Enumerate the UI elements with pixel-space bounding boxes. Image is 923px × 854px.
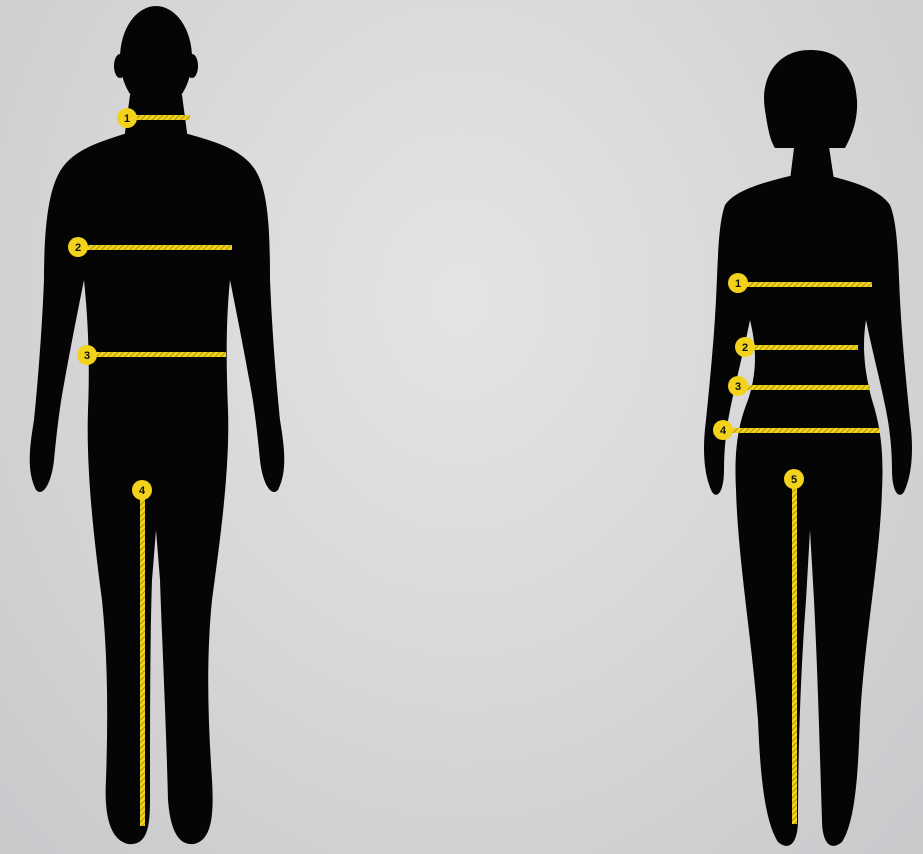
female-marker-5[interactable]: 5 [784, 469, 804, 489]
female-waist-line [750, 345, 858, 350]
male-neck-line [128, 115, 190, 120]
male-marker-2[interactable]: 2 [68, 237, 88, 257]
female-marker-5-label: 5 [791, 474, 797, 486]
male-silhouette [30, 6, 285, 844]
male-marker-2-label: 2 [75, 242, 81, 254]
female-marker-3[interactable]: 3 [728, 376, 748, 396]
male-marker-1[interactable]: 1 [117, 108, 137, 128]
female-marker-2-label: 2 [742, 342, 748, 354]
female-marker-1[interactable]: 1 [728, 273, 748, 293]
female-marker-2[interactable]: 2 [735, 337, 755, 357]
female-bust-line [742, 282, 872, 287]
female-marker-4-label: 4 [720, 425, 727, 437]
female-inseam-line [792, 484, 797, 824]
male-inseam-line [140, 492, 145, 826]
female-hip-line [726, 428, 880, 433]
male-marker-3[interactable]: 3 [77, 345, 97, 365]
male-marker-4[interactable]: 4 [132, 480, 152, 500]
male-chest-line [80, 245, 232, 250]
female-silhouette [704, 50, 912, 846]
male-marker-4-label: 4 [139, 485, 146, 497]
male-waist-line [88, 352, 226, 357]
female-marker-1-label: 1 [735, 278, 741, 290]
male-marker-3-label: 3 [84, 350, 90, 362]
female-high-hip-line [742, 385, 870, 390]
female-marker-3-label: 3 [735, 381, 741, 393]
female-marker-4[interactable]: 4 [713, 420, 733, 440]
male-marker-1-label: 1 [124, 113, 130, 125]
